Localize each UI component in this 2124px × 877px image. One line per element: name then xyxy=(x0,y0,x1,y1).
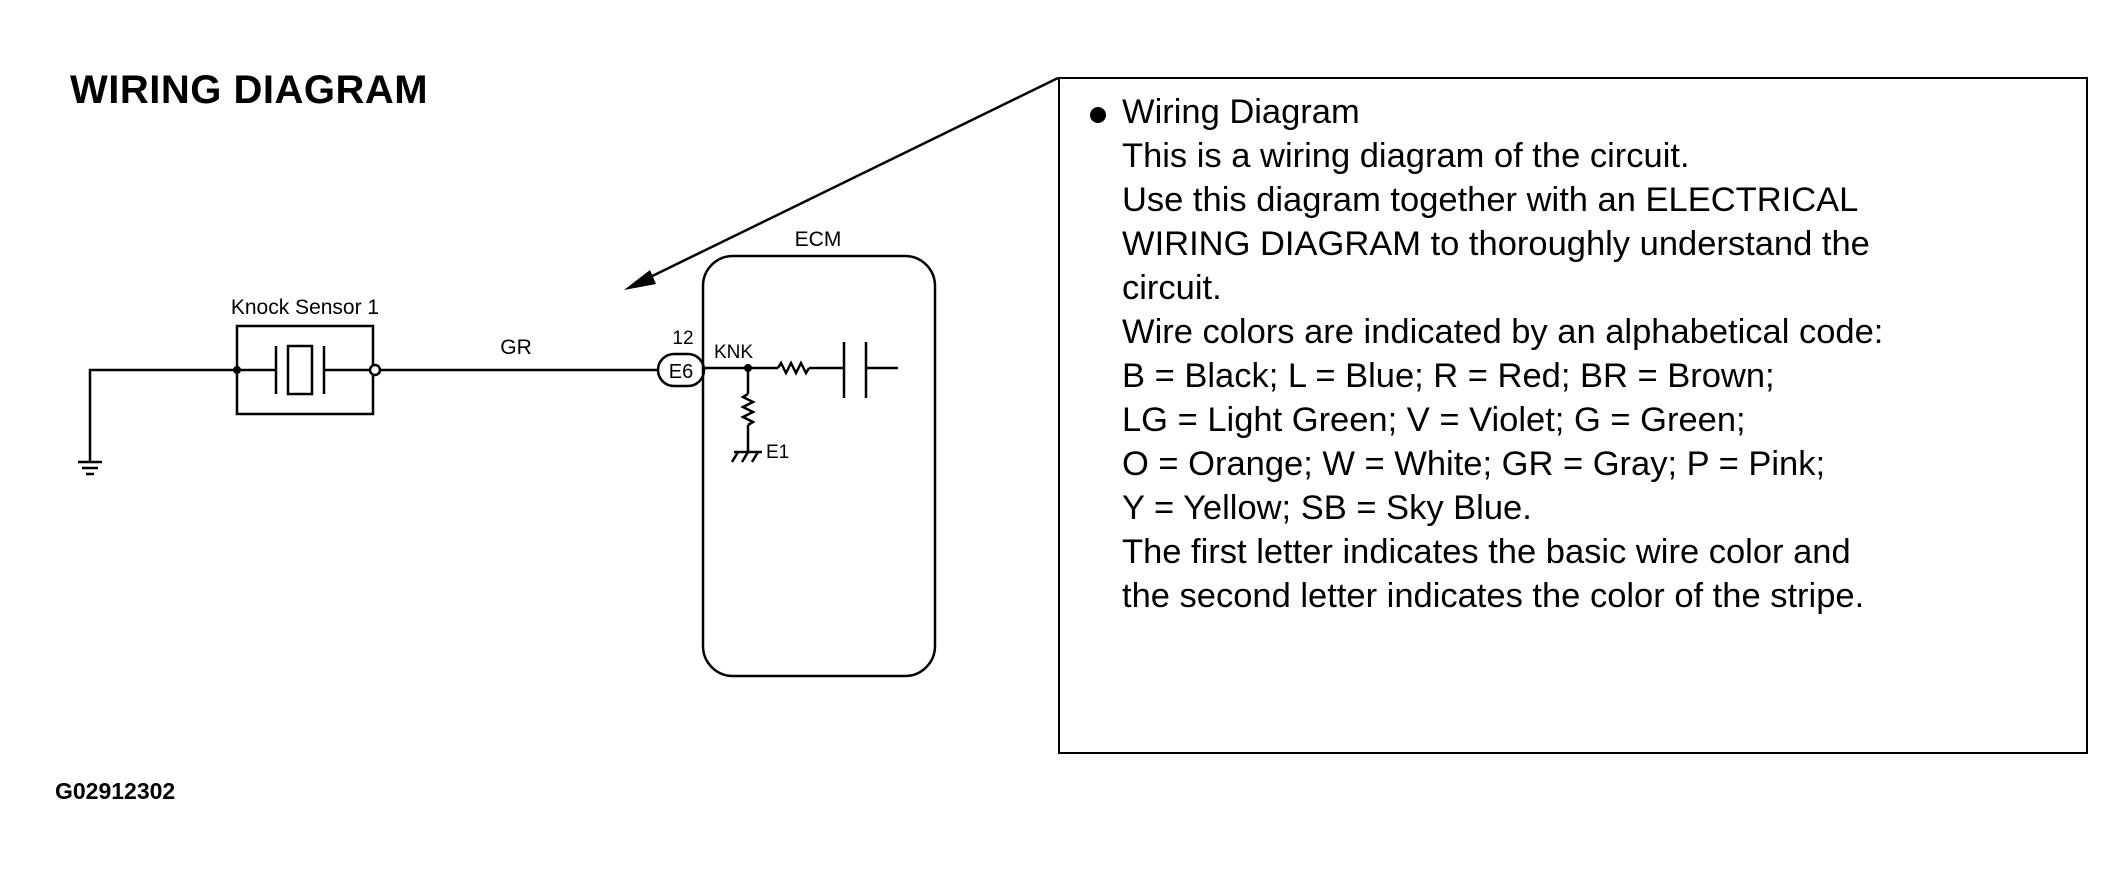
page-title: WIRING DIAGRAM xyxy=(70,68,429,112)
ecm-label: ECM xyxy=(795,228,842,251)
terminal-e1: E1 xyxy=(766,442,789,463)
callout-line: LG = Light Green; V = Violet; G = Green; xyxy=(1122,401,1746,439)
callout-arrow xyxy=(639,76,1059,284)
knk-resistor xyxy=(776,360,811,376)
arrow-head xyxy=(624,270,656,290)
callout-line: Wire colors are indicated by an alphabet… xyxy=(1122,313,1884,351)
callout-line: B = Black; L = Blue; R = Red; BR = Brown… xyxy=(1122,357,1775,395)
callout-line: WIRING DIAGRAM to thoroughly understand … xyxy=(1122,225,1870,263)
e1-resistor xyxy=(740,392,756,427)
callout-text: Wiring Diagram This is a wiring diagram … xyxy=(1122,90,2082,618)
callout-title: Wiring Diagram xyxy=(1122,93,1360,131)
callout-line: This is a wiring diagram of the circuit. xyxy=(1122,137,1690,175)
wire-color-label: GR xyxy=(500,336,532,359)
connector-label: E6 xyxy=(669,361,693,383)
callout-line: circuit. xyxy=(1122,269,1222,307)
bullet-icon xyxy=(1090,107,1106,123)
callout-line: The first letter indicates the basic wir… xyxy=(1122,533,1851,571)
pin-number: 12 xyxy=(672,328,693,349)
figure-code: G02912302 xyxy=(55,778,176,804)
ecm-box xyxy=(701,254,937,678)
ground-wire xyxy=(88,368,237,462)
callout-line: the second letter indicates the color of… xyxy=(1122,577,1865,615)
callout-line: Y = Yellow; SB = Sky Blue. xyxy=(1122,489,1532,527)
sensor-label: Knock Sensor 1 xyxy=(231,296,379,319)
terminal-knk: KNK xyxy=(714,342,753,363)
callout-line: O = Orange; W = White; GR = Gray; P = Pi… xyxy=(1122,445,1826,483)
callout-line: Use this diagram together with an ELECTR… xyxy=(1122,181,1859,219)
callout-box xyxy=(1058,77,2088,754)
